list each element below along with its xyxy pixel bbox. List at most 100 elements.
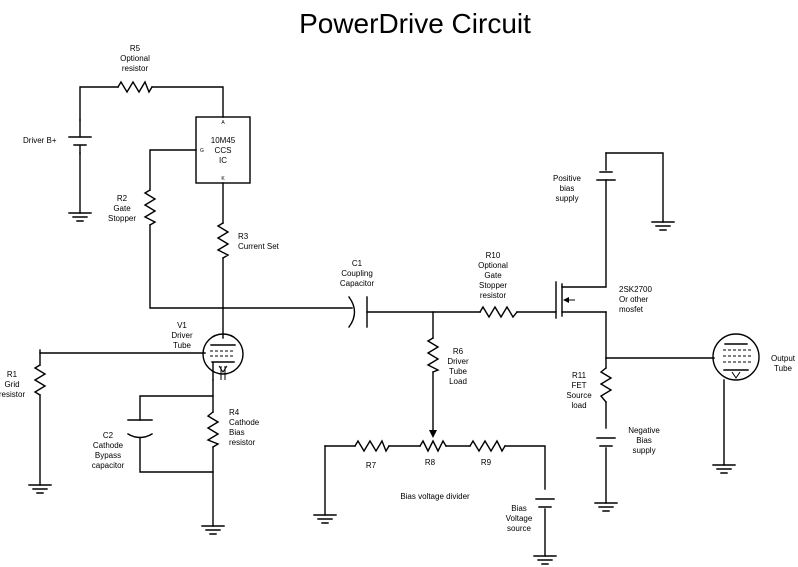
positive-bias-battery [596,171,616,181]
r10-label-line2: Optional [478,261,508,270]
ic-pin-a: A [221,120,225,126]
r3-resistor [216,222,230,259]
r6-label-line3: Tube [449,367,467,376]
bias-source-label-line2: Voltage [506,514,533,523]
r5-label-line1: R5 [130,44,141,53]
driver-tube-v1 [202,333,244,381]
v1-envelope [202,333,244,375]
page-title: PowerDrive Circuit [299,8,531,39]
positive-bias-label-line3: supply [555,194,578,203]
r9-resistor [469,439,506,453]
ic-label-line3: IC [219,156,227,165]
r4-label-line3: Bias [229,428,245,437]
grounds [28,212,736,565]
c2-label-line2: Cathode [93,441,124,450]
driver-bplus-battery [68,119,92,154]
r11-label-line4: load [571,401,586,410]
r3-label-line2: Current Set [238,242,280,251]
c1-capacitor-curved-plate [348,296,356,328]
r6-label-line2: Driver [447,357,469,366]
v1-label-line3: Tube [173,341,191,350]
r2-label-line2: Gate [113,204,131,213]
c1-label-line1: C1 [352,259,363,268]
ccs-ic: A G K [195,116,251,184]
c1-label-line2: Coupling [341,269,373,278]
r10-label-line4: Stopper [479,281,507,290]
negative-bias-label-line2: Bias [636,436,652,445]
ic-label-line2: CCS [215,146,232,155]
capacitors [127,296,368,439]
ic-pin-k: K [221,176,225,182]
mosfet-symbol [563,297,575,303]
bias-source-label-line1: Bias [511,504,527,513]
v1-cathode [211,361,235,381]
negative-bias-battery [596,437,616,447]
r5-label-line2: Optional [120,54,150,63]
ground-grid [28,484,52,494]
r4-label-line2: Cathode [229,418,260,427]
v1-heater [218,365,228,380]
ground-positive-bias [651,221,675,231]
r7-label: R7 [366,461,377,470]
negative-bias-label-line1: Negative [628,426,660,435]
v1-label-line1: V1 [177,321,187,330]
ic-label-line1: 10M45 [211,136,236,145]
r1-label-line2: Grid [4,380,19,389]
ground-negative-bias [594,502,618,512]
r1-resistor [33,364,47,396]
ground-bias-source [533,555,557,565]
r10-label-line5: resistor [480,291,507,300]
batteries [68,119,616,508]
r10-resistor [479,305,518,319]
mosfet-label-line2: Or other [619,295,649,304]
positive-bias-label-line2: bias [560,184,575,193]
negative-bias-label-line3: supply [632,446,655,455]
bias-divider-label: Bias voltage divider [400,492,470,501]
output-tube-label-line2: Tube [774,364,792,373]
r5-label-line3: resistor [122,64,149,73]
c1-label-line3: Capacitor [340,279,375,288]
ic-pin-g: G [200,148,204,154]
resistors [33,80,613,453]
r6-resistor [426,337,440,373]
r11-label-line1: R11 [572,371,587,380]
r9-label: R9 [481,458,492,467]
output-tube-heater [731,371,741,379]
v1-label-line2: Driver [171,331,193,340]
r2-label-line3: Stopper [108,214,136,223]
r8-label: R8 [425,458,436,467]
r1-label-line1: R1 [7,370,18,379]
r2-resistor [143,189,157,226]
r4-resistor [206,411,220,448]
r4-label-line4: resistor [229,438,256,447]
r11-label-line2: FET [571,381,586,390]
c2-label-line3: Bypass [95,451,121,460]
r11-label-line3: Source [566,391,592,400]
bias-source-battery [535,498,555,508]
c2-label-line1: C2 [103,431,114,440]
r8-wiper-arrow [429,430,437,438]
bias-source-label-line3: source [507,524,532,533]
output-tube-label-line1: Output [771,354,796,363]
r8-resistor [419,439,447,453]
ground-output-tube [712,464,736,474]
r6-label-line4: Load [449,377,467,386]
c2-capacitor-plate-bottom [127,433,153,439]
component-labels: R5 Optional resistor Driver B+ 10M45 CCS… [0,44,796,533]
r11-resistor [599,367,613,403]
r10-label-line3: Gate [484,271,502,280]
r10-label-line1: R10 [486,251,501,260]
r4-label-line1: R4 [229,408,240,417]
ic-body [195,116,251,184]
positive-bias-label-line1: Positive [553,174,582,183]
r1-label-line3: resistor [0,390,25,399]
r2-label-line1: R2 [117,194,128,203]
ground-driver-bplus [68,212,92,222]
output-tube-envelope [712,333,760,381]
wires [39,86,725,557]
mosfet-label-line3: mosfet [619,305,644,314]
r5-resistor [117,80,153,94]
r7-resistor [354,439,390,453]
